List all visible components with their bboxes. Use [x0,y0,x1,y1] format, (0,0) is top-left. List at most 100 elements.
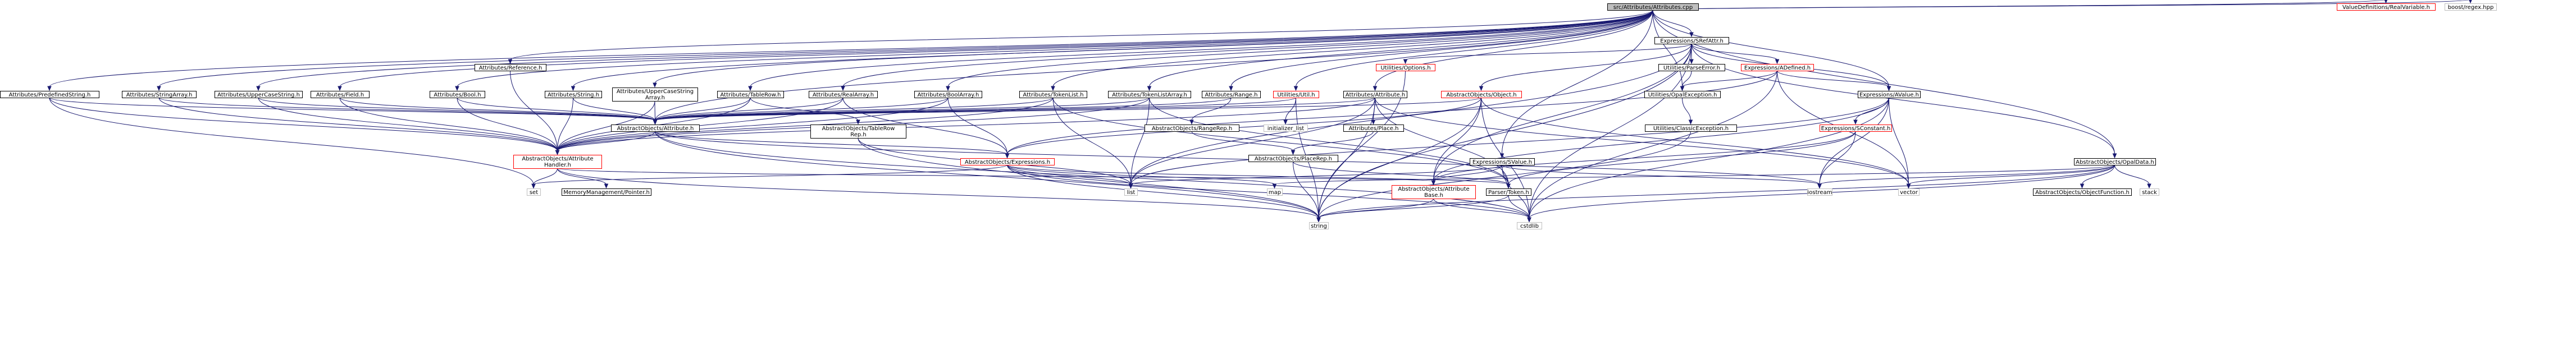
node-label: src/Attributes/Attributes.cpp [1613,4,1693,11]
node-uopal[interactable]: Utilities/OpalException.h [1644,91,1721,99]
node-label: Attributes/TokenListArray.h [1112,92,1187,98]
node-root[interactable]: src/Attributes/Attributes.cpp [1607,3,1699,11]
edge-root-to-boost [1652,0,2472,11]
edge-sconst-to-parser [1506,131,1856,189]
edge-root-to-upcstr [256,10,1653,91]
node-field[interactable]: Attributes/Field.h [311,91,370,99]
node-label: Parser/Token.h [1488,190,1529,196]
node-mmptr[interactable]: MemoryManagement/Pointer.h [562,188,651,196]
node-box [311,91,370,98]
node-box [809,91,878,98]
edge-root-to-range [1229,10,1653,91]
node-objfunc[interactable]: AbstractObjects/ObjectFunction.h [2033,188,2132,196]
node-strarr[interactable]: Attributes/StringArray.h [122,91,197,99]
edge-abattr-to-abhandler [555,131,655,155]
node-box [1858,91,1921,98]
node-toklistarr[interactable]: Attributes/TokenListArray.h [1108,91,1191,99]
node-uclassic[interactable]: Utilities/ClassicException.h [1645,125,1737,132]
node-uopt[interactable]: Utilities/Options.h [1376,64,1435,72]
node-label: Expressions/SValue.h [1472,159,1532,165]
node-range[interactable]: Attributes/Range.h [1202,91,1261,99]
edge-opaldata-to-mapn [1272,164,2115,189]
node-sconst[interactable]: Expressions/SConstant.h [1820,125,1892,132]
node-label: Attributes/Bool.h [434,92,481,98]
node-label: Utilities/OpalException.h [1648,92,1717,98]
node-ref[interactable]: Attributes/Reference.h [475,64,546,72]
node-abattr[interactable]: AbstractObjects/Attribute.h [611,125,700,132]
node-box [1248,155,1338,162]
node-pred[interactable]: Attributes/PredefinedString.h [0,91,99,99]
node-abrangerep[interactable]: AbstractObjects/RangeRep.h [1145,125,1239,132]
node-adefined[interactable]: Expressions/ADefined.h [1741,64,1814,72]
node-label: Utilities/Util.h [1277,92,1315,98]
node-string[interactable]: Attributes/String.h [545,91,602,99]
node-label: Attributes/Range.h [1205,92,1258,98]
node-box [1898,188,1920,196]
edge-root-to-ref [508,10,1653,65]
edge-root-to-tabrow [748,10,1653,91]
edge-abrangerep-to-abplacerep [1191,131,1296,155]
node-box [2140,188,2159,196]
node-sref[interactable]: Expressions/SRefAttr.h [1654,37,1729,45]
node-stringn: string [1309,222,1329,229]
node-label: Attributes/StringArray.h [126,92,193,98]
node-label: Attributes/TableRow.h [721,92,781,98]
node-label: list [1127,190,1136,196]
node-box [914,91,982,98]
node-place[interactable]: Attributes/Place.h [1343,125,1404,132]
node-uparse[interactable]: Utilities/ParseError.h [1658,64,1725,72]
node-label: AbstractObjects/PlaceRep.h [1255,156,1332,162]
node-box [1019,91,1087,98]
edge-abhandler-to-mmptr [557,168,609,189]
node-box [1376,64,1435,71]
node-opaldata[interactable]: AbstractObjects/OpalData.h [2074,158,2156,166]
node-util[interactable]: Utilities/Util.h [1273,91,1319,99]
node-label: AbstractObjects/Expressions.h [965,159,1050,165]
node-box [1644,91,1721,98]
node-box [1343,91,1407,98]
node-mapn: map [1267,188,1283,196]
node-label: Attributes/UpperCaseString [617,89,694,95]
node-abplacerep[interactable]: AbstractObjects/PlaceRep.h [1248,155,1338,163]
node-label: Attributes/Attribute.h [1346,92,1405,98]
node-parser[interactable]: Parser/Token.h [1486,188,1531,196]
node-realarr[interactable]: Attributes/RealArray.h [809,91,878,99]
node-toklist[interactable]: Attributes/TokenList.h [1019,91,1087,99]
node-label: Attributes/UpperCaseString.h [217,92,300,98]
edge-adefined-to-abexpr [1005,70,1777,159]
edge-root-to-upcarr [653,10,1653,88]
node-abexpr[interactable]: AbstractObjects/Expressions.h [960,158,1055,166]
node-box [513,155,602,169]
edge-opaldata-to-iostream [1817,164,2115,189]
node-upcstr[interactable]: Attributes/UpperCaseString.h [215,91,303,99]
node-valdef[interactable]: ValueDefinitions/RealVariable.h [2337,3,2436,11]
node-label: Attributes/Field.h [316,92,364,98]
node-esvalue[interactable]: Expressions/SValue.h [1470,158,1535,166]
node-label: initializer_list [1268,126,1305,132]
node-label: cstdlib [1520,223,1539,229]
edge-adefined-to-avalue [1777,70,1891,91]
edge-abexpr-to-setn [531,164,1007,189]
edge-sconst-to-abattrbase [1431,131,1856,186]
node-label: Utilities/Options.h [1380,65,1430,71]
node-label: iostream [1808,190,1832,196]
node-label: set [530,190,538,196]
node-avalue[interactable]: Expressions/AValue.h [1858,91,1921,99]
node-attribh[interactable]: Attributes/Attribute.h [1343,91,1407,99]
nodes-layer: src/Attributes/Attributes.cppAttributes/… [0,3,2497,229]
node-boolh[interactable]: Attributes/Bool.h [430,91,485,99]
edge-root-to-realarr [841,10,1653,91]
edge-opaldata-to-stringn [1316,164,2115,223]
node-label: Attributes/BoolArray.h [918,92,979,98]
node-boolarr[interactable]: Attributes/BoolArray.h [914,91,982,99]
node-box [430,91,485,98]
node-stack: stack [2140,188,2159,196]
node-abobj[interactable]: AbstractObjects/Object.h [1441,91,1522,99]
edge-root-to-toklistarr [1147,10,1653,91]
node-label: Attributes/Place.h [1349,126,1399,132]
node-tabrow[interactable]: Attributes/TableRow.h [717,91,784,99]
